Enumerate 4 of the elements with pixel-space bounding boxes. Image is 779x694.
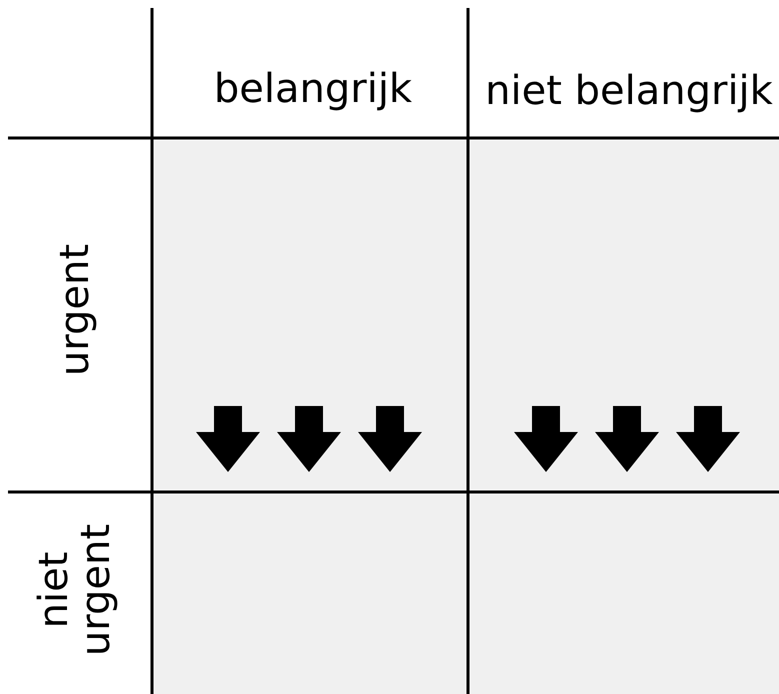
row-header: niet urgent <box>30 522 120 658</box>
column-header: belangrijk <box>212 65 414 110</box>
column-header: niet belangrijk <box>484 67 774 112</box>
row-header: urgent <box>51 242 99 378</box>
